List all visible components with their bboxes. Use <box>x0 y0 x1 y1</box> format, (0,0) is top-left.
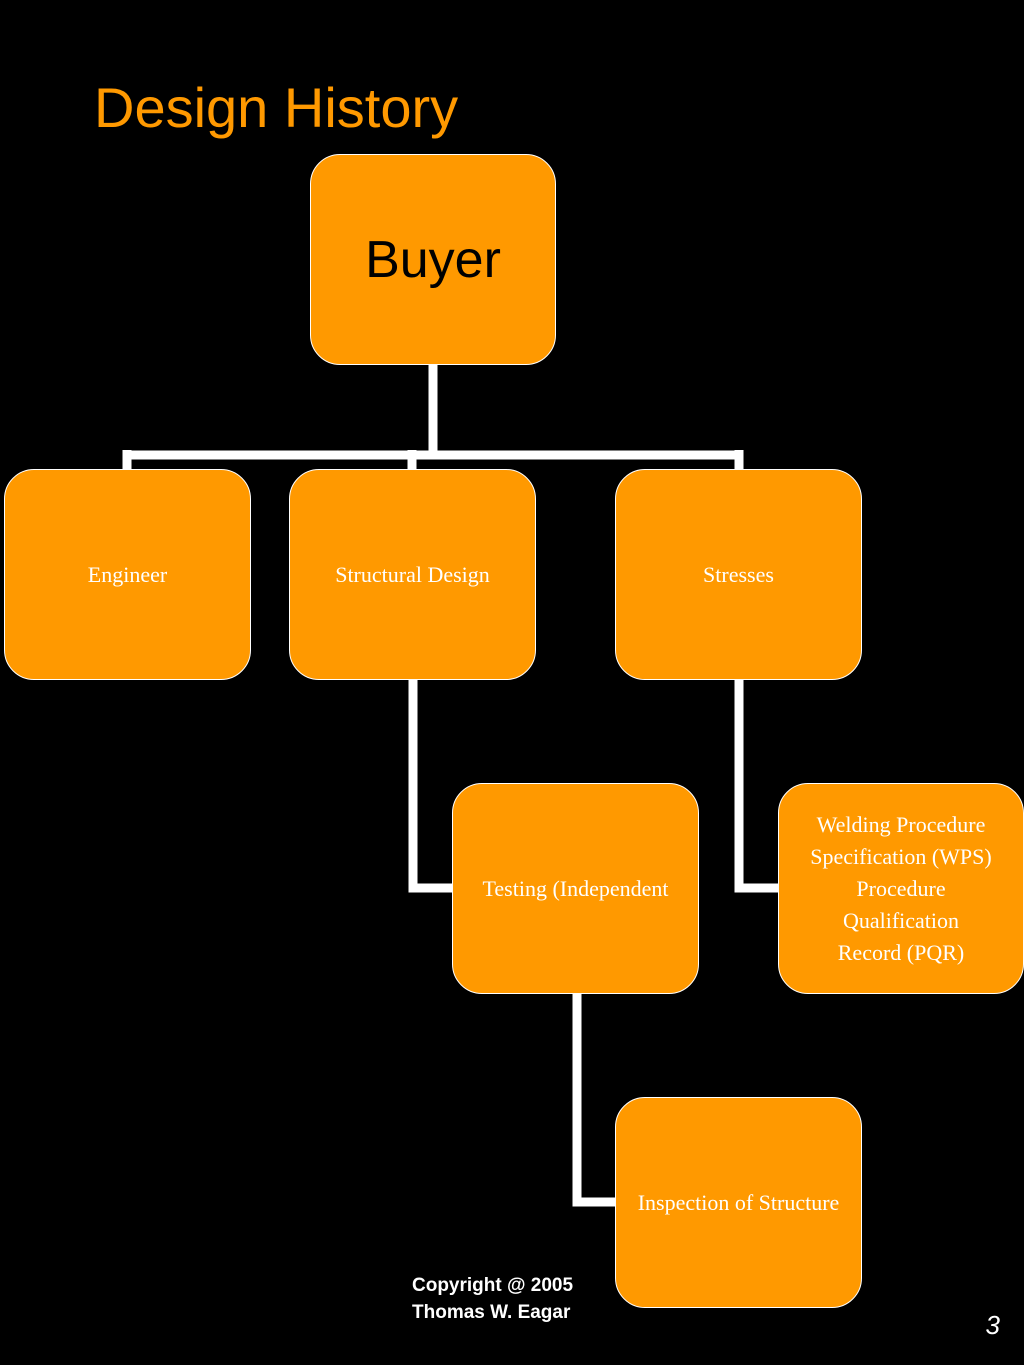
node-buyer-label: Buyer <box>365 230 501 289</box>
edge-testing-inspection <box>572 993 617 1207</box>
node-wps-line-4: Qualification <box>842 907 960 933</box>
node-structural-design: Structural Design <box>289 469 536 680</box>
node-wps-line-5: Record (PQR) <box>837 939 965 965</box>
node-inspection-label: Inspection of Structure <box>637 1189 840 1215</box>
node-wps-label: Welding Procedure Specification (WPS) Pr… <box>810 809 991 969</box>
node-engineer: Engineer <box>4 469 251 680</box>
node-wps-line-2: Specification (WPS) <box>810 843 992 869</box>
node-inspection: Inspection of Structure <box>615 1097 862 1308</box>
node-wps: Welding Procedure Specification (WPS) Pr… <box>778 783 1024 994</box>
copyright-footer: Copyright @ 2005 Thomas W. Eagar <box>412 1272 573 1326</box>
node-testing-label: Testing (Independent <box>482 875 669 901</box>
node-stresses-label: Stresses <box>703 561 774 587</box>
node-structural-design-label: Structural Design <box>335 561 490 587</box>
node-engineer-label: Engineer <box>87 561 168 587</box>
node-testing: Testing (Independent <box>452 783 699 994</box>
node-wps-line-1: Welding Procedure <box>816 811 986 837</box>
copyright-line: Copyright @ 2005 <box>412 1275 574 1296</box>
slide-title: Design History <box>94 76 459 139</box>
author-line: Thomas W. Eagar <box>412 1302 571 1323</box>
edge-stresses-wps <box>734 679 780 893</box>
node-buyer: Buyer <box>310 154 556 365</box>
node-wps-line-3: Procedure <box>856 875 946 901</box>
node-stresses: Stresses <box>615 469 862 680</box>
page-number: 3 <box>985 1310 1000 1340</box>
edge-structural-design-testing <box>408 679 455 893</box>
